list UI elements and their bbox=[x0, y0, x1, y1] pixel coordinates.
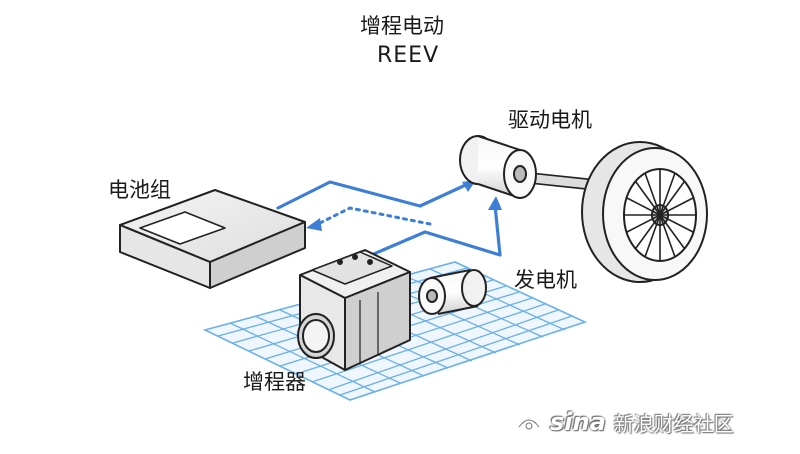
arrow-to-battery bbox=[306, 218, 322, 231]
battery-to-motor-line bbox=[276, 180, 472, 210]
sina-logo: sina bbox=[550, 408, 606, 436]
sina-eye-icon bbox=[517, 418, 541, 430]
wheel bbox=[581, 141, 708, 283]
watermark: sina 新浪财经社区 bbox=[516, 407, 734, 437]
battery-pack bbox=[119, 189, 306, 289]
drive-motor bbox=[459, 135, 537, 199]
diagram-subtitle: REEV bbox=[377, 43, 440, 68]
energy-flow-lines bbox=[276, 180, 502, 264]
generator-label: 发电机 bbox=[514, 268, 577, 292]
generator bbox=[418, 269, 487, 315]
watermark-text: 新浪财经社区 bbox=[613, 411, 734, 436]
generator-to-motor-line bbox=[353, 203, 502, 264]
range-extender-engine bbox=[297, 249, 411, 371]
range-extender-label: 增程器 bbox=[243, 370, 306, 394]
arrow-up-to-motor bbox=[488, 196, 502, 210]
drive-motor-label: 驱动电机 bbox=[508, 108, 592, 132]
diagram-title: 增程电动 bbox=[360, 14, 444, 38]
charge-dotted-line bbox=[316, 206, 432, 226]
battery-label: 电池组 bbox=[108, 178, 171, 202]
